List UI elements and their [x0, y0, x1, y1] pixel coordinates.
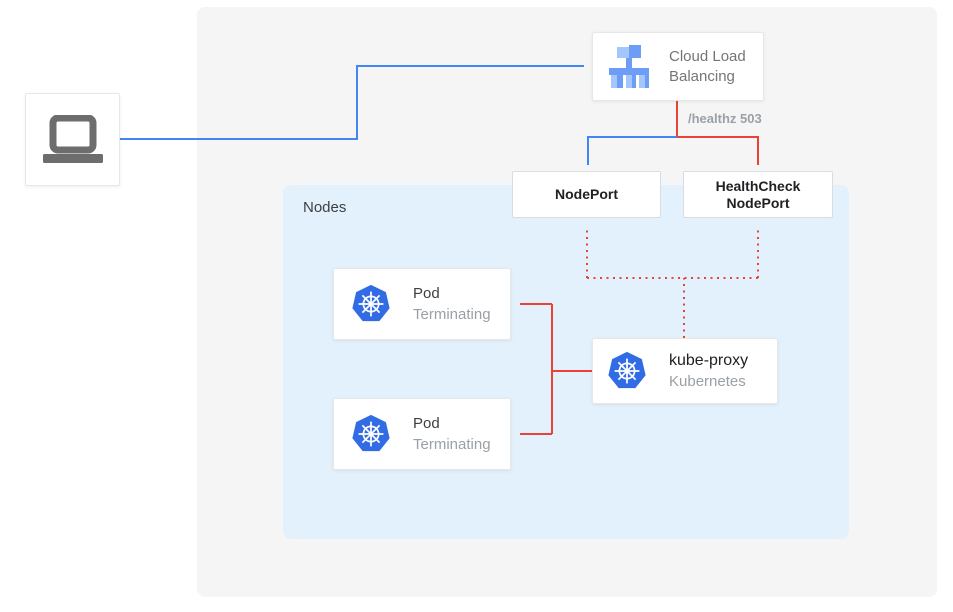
kubernetes-icon: [352, 414, 390, 452]
nodes-panel-label: Nodes: [303, 199, 347, 216]
pod-2-text: Pod Terminating: [413, 413, 491, 455]
cloud-load-balancing-node: Cloud Load Balancing: [592, 32, 764, 101]
kube-proxy-node: kube-proxy Kubernetes: [592, 338, 778, 404]
healthcheck-nodeport-node: HealthCheck NodePort: [683, 171, 833, 218]
pod-title: Pod: [413, 285, 440, 302]
cloud-load-balancing-icon: [609, 44, 649, 88]
nodeport-node: NodePort: [512, 171, 661, 218]
healthcheck-nodeport-label: HealthCheck NodePort: [715, 177, 801, 211]
kube-proxy-title: kube-proxy: [669, 352, 749, 369]
kube-proxy-subtitle: Kubernetes: [669, 373, 746, 390]
healthz-status-label: /healthz 503: [688, 111, 762, 126]
kubernetes-icon: [352, 284, 390, 322]
laptop-icon: [42, 114, 103, 163]
cloud-load-balancing-label: Cloud Load Balancing: [669, 47, 746, 85]
pod-1-node: Pod Terminating: [333, 268, 511, 340]
pod-status: Terminating: [413, 436, 491, 453]
nodeport-label: NodePort: [555, 186, 618, 202]
pod-title: Pod: [413, 415, 440, 432]
kubernetes-icon: [608, 351, 646, 389]
client-node: [25, 93, 120, 186]
pod-1-text: Pod Terminating: [413, 283, 491, 325]
pod-2-node: Pod Terminating: [333, 398, 511, 470]
pod-status: Terminating: [413, 306, 491, 323]
kube-proxy-text: kube-proxy Kubernetes: [669, 350, 748, 392]
